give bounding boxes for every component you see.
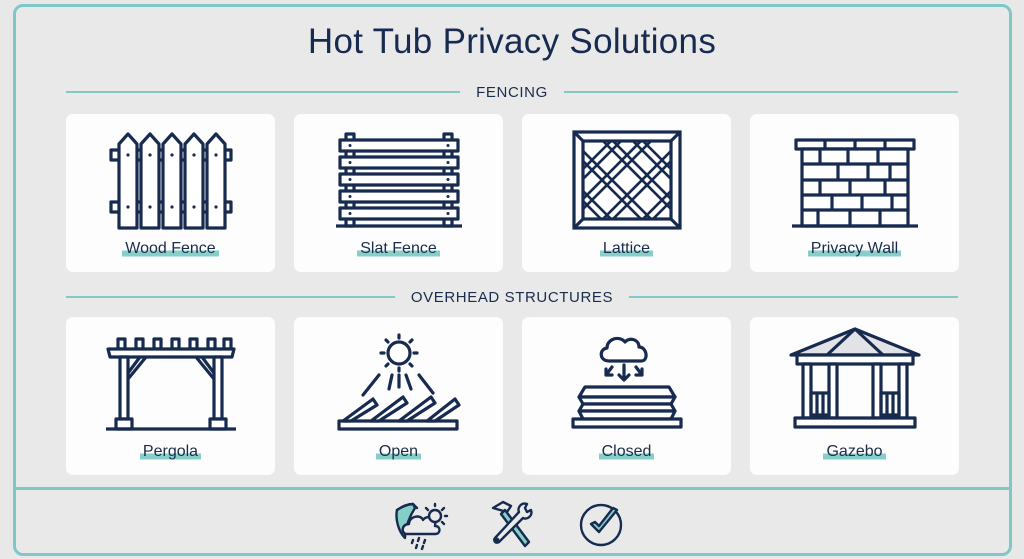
card-label: Lattice <box>599 240 654 257</box>
pergola-icon <box>105 337 236 431</box>
section-label: FENCING <box>476 83 548 101</box>
divider <box>629 296 959 298</box>
footer-divider <box>13 487 1012 490</box>
open-louvers-sun-icon <box>336 333 461 431</box>
page-title: Hot Tub Privacy Solutions <box>307 22 717 61</box>
card-lattice[interactable]: Lattice <box>522 114 731 272</box>
overhead-grid: Pergola Open Closed <box>66 317 959 475</box>
checkmark-circle-icon[interactable] <box>571 496 633 551</box>
card-open[interactable]: Open <box>294 317 503 475</box>
section-header-overhead: OVERHEAD STRUCTURES <box>66 288 959 306</box>
picket-fence-icon <box>108 132 233 230</box>
card-label: Wood Fence <box>122 240 219 257</box>
footer-icon-row <box>0 496 1024 551</box>
gazebo-icon <box>788 327 921 429</box>
closed-louvers-cloud-icon <box>570 336 683 429</box>
card-label: Open <box>375 443 422 460</box>
divider <box>66 296 395 298</box>
weather-protection-icon[interactable] <box>391 496 453 551</box>
section-header-fencing: FENCING <box>66 83 959 101</box>
brick-wall-icon <box>791 138 918 228</box>
card-label: Privacy Wall <box>807 240 902 257</box>
card-label: Gazebo <box>823 443 886 460</box>
section-label: OVERHEAD STRUCTURES <box>410 288 614 306</box>
card-slat-fence[interactable]: Slat Fence <box>294 114 503 272</box>
divider <box>563 91 959 93</box>
lattice-icon <box>571 130 682 230</box>
card-label: Slat Fence <box>357 240 440 257</box>
fencing-grid: Wood Fence Slat Fence <box>66 114 959 272</box>
card-closed[interactable]: Closed <box>522 317 731 475</box>
card-wood-fence[interactable]: Wood Fence <box>66 114 275 272</box>
card-pergola[interactable]: Pergola <box>66 317 275 475</box>
slat-fence-icon <box>335 132 462 228</box>
divider <box>66 91 461 93</box>
card-privacy-wall[interactable]: Privacy Wall <box>750 114 959 272</box>
card-gazebo[interactable]: Gazebo <box>750 317 959 475</box>
card-label: Pergola <box>139 443 202 460</box>
card-label: Closed <box>598 443 655 460</box>
tools-icon[interactable] <box>481 496 543 551</box>
